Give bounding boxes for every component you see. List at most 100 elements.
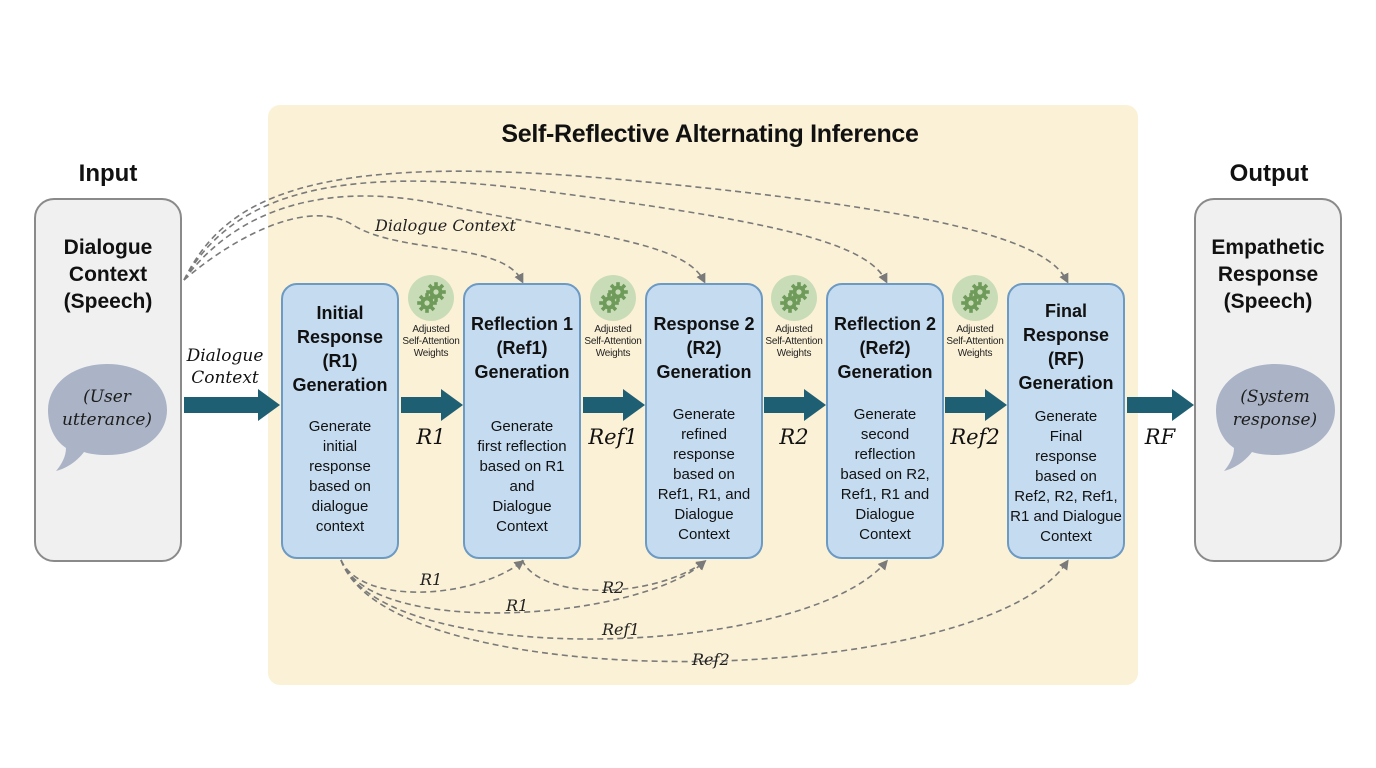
- stage-title-line: Reflection 2: [833, 314, 937, 334]
- stage-desc-line: Dialogue: [492, 498, 552, 515]
- stage-desc-line: Ref1, R1, and: [657, 486, 751, 503]
- bubble-line: (System: [1240, 387, 1310, 407]
- user-speech-bubble: (User utterance): [46, 358, 176, 478]
- stage-desc-line: Context: [496, 518, 548, 535]
- stage-desc-line: and: [509, 478, 535, 495]
- stage-desc-line: Generate: [672, 406, 736, 423]
- attention-label-line: Self-Attention: [946, 336, 1004, 347]
- stage-reflection-1: Reflection 1 (Ref1) Generation Generate …: [463, 283, 581, 559]
- gears-icon: [599, 282, 628, 313]
- attention-label-line: Adjusted: [956, 324, 994, 335]
- stage-desc-line: Generate: [1034, 408, 1098, 425]
- stage-desc-line: response: [673, 446, 735, 463]
- stage-title-line: Reflection 1: [470, 314, 574, 334]
- input-box-title: Dialogue Context (Speech): [36, 234, 180, 315]
- flow-arrow: [401, 389, 463, 421]
- bubble-line: response): [1232, 410, 1318, 430]
- arrow-label-line: Context: [191, 368, 259, 388]
- stage-desc-line: Generate: [490, 418, 554, 435]
- input-heading: Input: [78, 160, 138, 187]
- stage-desc-line: context: [315, 518, 365, 535]
- stage-title-line: Final: [1044, 301, 1087, 321]
- stage-reflection-2: Reflection 2 (Ref2) Generation Generate …: [826, 283, 944, 559]
- stage-title-line: (R2): [686, 338, 722, 358]
- stage-desc-line: based on R1: [479, 458, 565, 475]
- stage-desc-line: R1 and Dialogue: [1010, 508, 1122, 525]
- attention-label-line: Self-Attention: [402, 336, 460, 347]
- skip-curve-r1-to-r2: [340, 559, 707, 614]
- output-title-line: Empathetic: [1211, 236, 1325, 259]
- stage-description: Generate initial response based on dialo…: [279, 417, 401, 537]
- attention-gear-badge: [771, 275, 817, 321]
- stage-title-line: Generation: [656, 362, 752, 382]
- curve-label-r1-a: R1: [420, 570, 443, 589]
- stage-title-line: Generation: [474, 362, 570, 382]
- stage-desc-line: Final: [1049, 428, 1083, 445]
- stage-desc-line: based on: [309, 478, 371, 495]
- stage-title-line: (Ref2): [859, 338, 911, 358]
- flow-arrow: [583, 389, 645, 421]
- stage-desc-line: Generate: [853, 406, 917, 423]
- stage-title-line: Generation: [292, 375, 388, 395]
- stage-desc-line: response: [1035, 448, 1097, 465]
- system-speech-bubble: (System response): [1206, 358, 1336, 478]
- stage-desc-line: based on: [673, 466, 735, 483]
- flow-arrow: [945, 389, 1007, 421]
- input-title-line: (Speech): [63, 290, 153, 313]
- curve-label-r2: R2: [602, 578, 625, 597]
- stage-description: Generate second reflection based on R2, …: [824, 405, 946, 545]
- stage-desc-line: Ref2, R2, Ref1,: [1014, 488, 1118, 505]
- flow-label-rf: RF: [1144, 425, 1176, 449]
- dialogue-context-curve: [183, 195, 706, 284]
- curve-label-ref1: Ref1: [602, 620, 640, 639]
- dialogue-context-curve: [183, 170, 1069, 284]
- stage-title-line: Response: [296, 327, 384, 347]
- stage-desc-line: Ref1, R1 and: [840, 486, 930, 503]
- attention-gear-badge: [408, 275, 454, 321]
- stage-final-response: Final Response (RF) Generation Generate …: [1007, 283, 1125, 559]
- input-arrow-label: Dialogue Context: [185, 345, 265, 389]
- flow-label-r1: R1: [416, 425, 446, 449]
- stage-title-line: Generation: [1018, 373, 1114, 393]
- output-title-line: Response: [1217, 263, 1319, 286]
- panel-title: Self-Reflective Alternating Inference: [501, 120, 919, 148]
- stage-desc-line: initial: [322, 438, 358, 455]
- curve-label-r1-b: R1: [506, 596, 529, 615]
- flow-arrow: [764, 389, 826, 421]
- attention-label-line: Weights: [413, 348, 449, 359]
- main-flow-arrows: [184, 389, 1194, 421]
- stage-initial-response: Initial Response (R1) Generation Generat…: [281, 283, 399, 559]
- intermediate-output-skip-curves: [340, 559, 1069, 663]
- stage-desc-line: Dialogue: [674, 506, 734, 523]
- stage-title: Reflection 1 (Ref1) Generation: [461, 312, 583, 384]
- stage-title: Reflection 2 (Ref2) Generation: [824, 312, 946, 384]
- stage-desc-line: dialogue: [311, 498, 369, 515]
- attention-label-line: Adjusted: [412, 324, 450, 335]
- gears-icon: [780, 282, 809, 313]
- skip-curve-to-rf: [340, 559, 1069, 663]
- attention-label-line: Weights: [595, 348, 631, 359]
- skip-curve-to-ref2: [340, 559, 888, 640]
- attention-gear-badge: [952, 275, 998, 321]
- stage-desc-line: Dialogue: [855, 506, 915, 523]
- gears-icon: [417, 282, 446, 313]
- skip-curve-r1-to-ref1: [340, 559, 525, 593]
- stage-desc-line: based on R2,: [840, 466, 930, 483]
- attention-label-line: Adjusted: [775, 324, 813, 335]
- dialogue-context-curve: [183, 180, 888, 284]
- attention-label-line: Self-Attention: [584, 336, 642, 347]
- flow-arrow: [184, 389, 280, 421]
- output-box: Empathetic Response (Speech) (System res…: [1194, 198, 1342, 562]
- stage-desc-line: Context: [1040, 528, 1092, 545]
- attention-label-line: Weights: [776, 348, 812, 359]
- stage-desc-line: Generate: [308, 418, 372, 435]
- gears-icon: [961, 282, 990, 313]
- user-utterance-text: (User utterance): [46, 386, 168, 432]
- curve-label-ref2: Ref2: [692, 650, 730, 669]
- flow-label-ref1: Ref1: [588, 425, 638, 449]
